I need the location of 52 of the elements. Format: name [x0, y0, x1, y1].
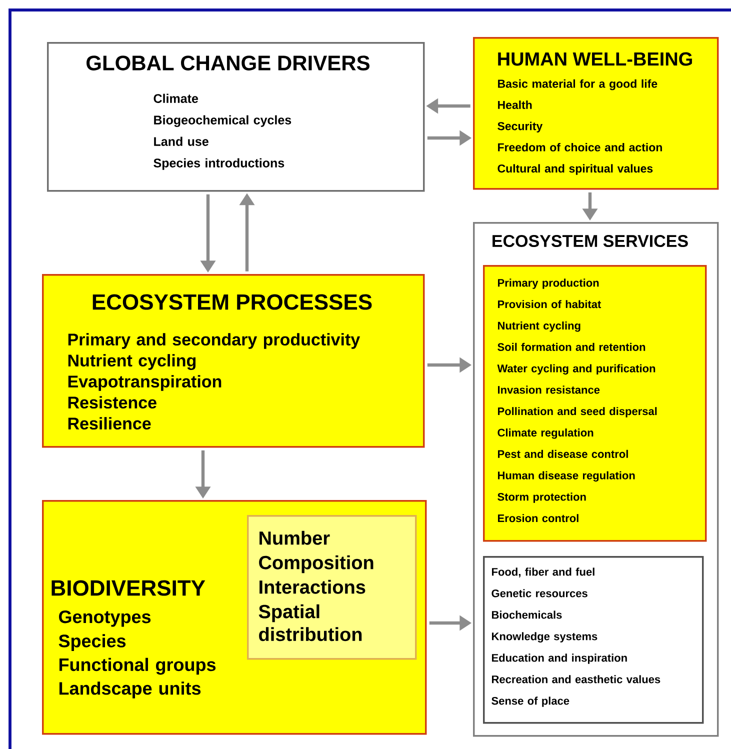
list-item: Composition [259, 555, 374, 574]
list-item: Evapotranspiration [68, 375, 222, 391]
list-item: Species [58, 634, 126, 651]
list-item: Resistence [68, 396, 156, 409]
heading: BIODIVERSITY [52, 580, 206, 596]
process-box [42, 274, 425, 448]
list-item: Nutrient cycling [68, 354, 196, 370]
heading: ECOSYSTEM PROCESSES [92, 294, 372, 310]
list-item: Education and inspiration [492, 654, 627, 664]
list-item: Human disease regulation [498, 471, 635, 482]
services-list-box [483, 556, 704, 724]
list-item: Knowledge systems [492, 632, 598, 642]
list-item: Resilience [68, 417, 151, 430]
list-item: Genetic resources [492, 589, 588, 598]
list-item: Basic material for a good life [498, 79, 658, 90]
list-item: Provision of habitat [498, 300, 602, 308]
list-item: Pest and disease control [498, 450, 628, 458]
list-item: Cultural and spiritual values [498, 164, 653, 175]
list-item: Nutrient cycling [498, 321, 580, 332]
list-item: Primary production [498, 278, 599, 289]
list-item: Spatial distribution [258, 604, 362, 642]
list-item: Biogeochemical cycles [154, 115, 292, 127]
list-item: Primary and secondary productivity [68, 333, 360, 349]
list-item: Species introductions [154, 158, 284, 170]
list-item: Landscape units [59, 682, 201, 698]
list-item: Health [498, 100, 532, 109]
list-item: Number [260, 530, 330, 545]
list-item: Pollination and seed dispersal [498, 407, 657, 418]
list-item: Climate regulation [498, 428, 594, 439]
list-item: Climate [154, 94, 198, 103]
list-item: Soil formation and retention [498, 342, 646, 351]
heading: GLOBAL CHANGE DRIVERS [86, 56, 370, 70]
list-item: Sense of place [492, 696, 570, 707]
list-item: Genotypes [59, 610, 151, 627]
list-item: Invasion resistance [498, 386, 600, 394]
list-item: Food, fiber and fuel [492, 568, 594, 578]
heading: HUMAN WELL-BEING [498, 52, 692, 66]
list-item: Erosion control [498, 514, 578, 522]
list-item: Functional groups [59, 658, 216, 675]
well-being-box [473, 37, 719, 190]
driver-box [47, 42, 425, 192]
services-list-box [483, 265, 707, 542]
heading: ECOSYSTEM SERVICES [492, 234, 688, 248]
list-item: Recreation and easthetic values [492, 675, 660, 684]
list-item: Freedom of choice and action [498, 142, 662, 152]
list-item: Security [498, 122, 543, 132]
list-item: Land use [154, 136, 208, 146]
list-item: Water cycling and purification [497, 364, 656, 375]
list-item: Biochemicals [492, 610, 562, 619]
list-item: Storm protection [498, 492, 586, 503]
attribute-box [247, 515, 417, 660]
list-item: Interactions [260, 580, 366, 594]
